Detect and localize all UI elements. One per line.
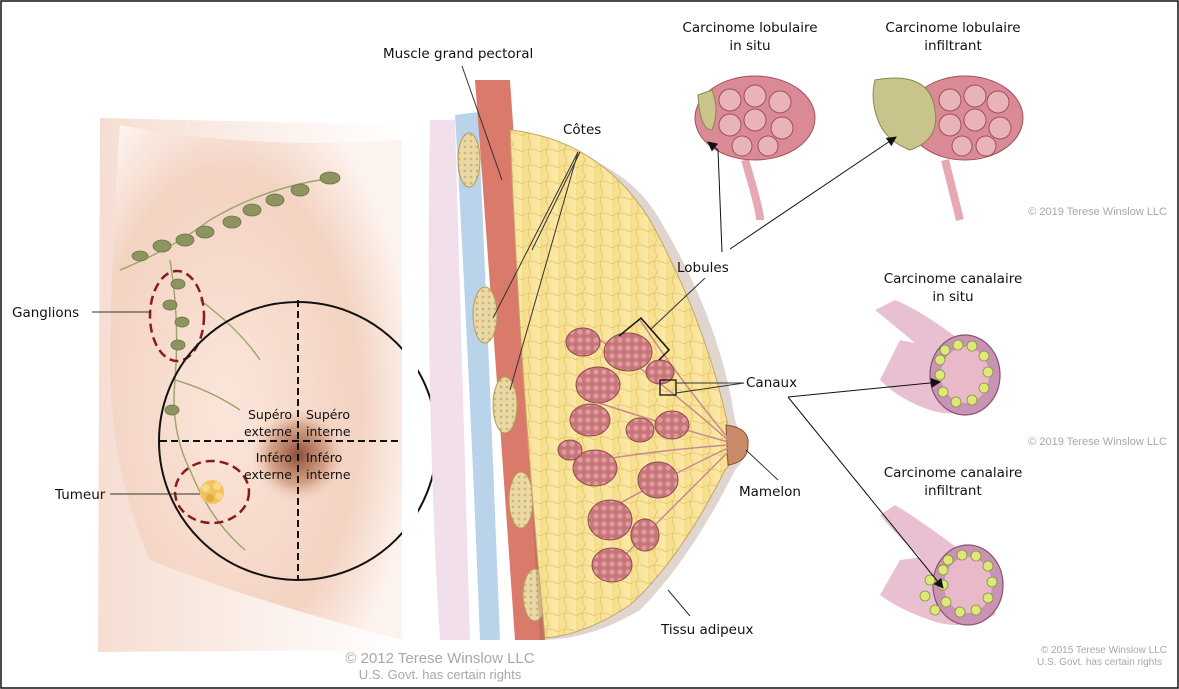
title-lobulaire-infiltrant-1: Carcinome lobulaire — [885, 20, 1020, 36]
quadrant-supero-interne-2: interne — [306, 424, 351, 439]
title-canalaire-in-situ-1: Carcinome canalaire — [884, 271, 1023, 287]
label-canaux: Canaux — [746, 375, 797, 391]
title-canalaire-infiltrant-2: infiltrant — [924, 483, 982, 499]
credit-main-1: © 2012 Terese Winslow LLC — [345, 650, 534, 667]
label-mamelon: Mamelon — [739, 484, 801, 500]
front-view-illustration — [98, 118, 437, 655]
tumour — [200, 480, 224, 504]
label-tissu: Tissu adipeux — [660, 622, 754, 638]
credit-2019-mid: © 2019 Terese Winslow LLC — [1028, 436, 1167, 448]
label-cotes: Côtes — [563, 122, 601, 138]
label-muscle: Muscle grand pectoral — [383, 46, 533, 62]
title-canalaire-infiltrant-1: Carcinome canalaire — [884, 465, 1023, 481]
title-lobulaire-in-situ-1: Carcinome lobulaire — [682, 20, 817, 36]
label-tumeur: Tumeur — [54, 487, 106, 503]
credit-2019-top: © 2019 Terese Winslow LLC — [1028, 206, 1167, 218]
quadrant-infero-interne-2: interne — [306, 467, 351, 482]
credit-main-2: U.S. Govt. has certain rights — [359, 667, 522, 682]
credit-2015-2: U.S. Govt. has certain rights — [1037, 657, 1162, 668]
quadrant-infero-externe-2: externe — [244, 467, 292, 482]
quadrant-infero-externe-1: Inféro — [256, 450, 292, 465]
quadrant-supero-interne-1: Supéro — [306, 407, 350, 422]
title-lobulaire-infiltrant-2: infiltrant — [924, 38, 982, 54]
quadrant-supero-externe-2: externe — [244, 424, 292, 439]
credit-2015-1: © 2015 Terese Winslow LLC — [1041, 645, 1167, 656]
label-ganglions: Ganglions — [12, 305, 79, 321]
quadrant-supero-externe-1: Supéro — [248, 407, 292, 422]
label-lobules: Lobules — [677, 260, 729, 276]
title-canalaire-in-situ-2: in situ — [932, 289, 973, 305]
title-lobulaire-in-situ-2: in situ — [729, 38, 770, 54]
quadrant-infero-interne-1: Inféro — [306, 450, 342, 465]
